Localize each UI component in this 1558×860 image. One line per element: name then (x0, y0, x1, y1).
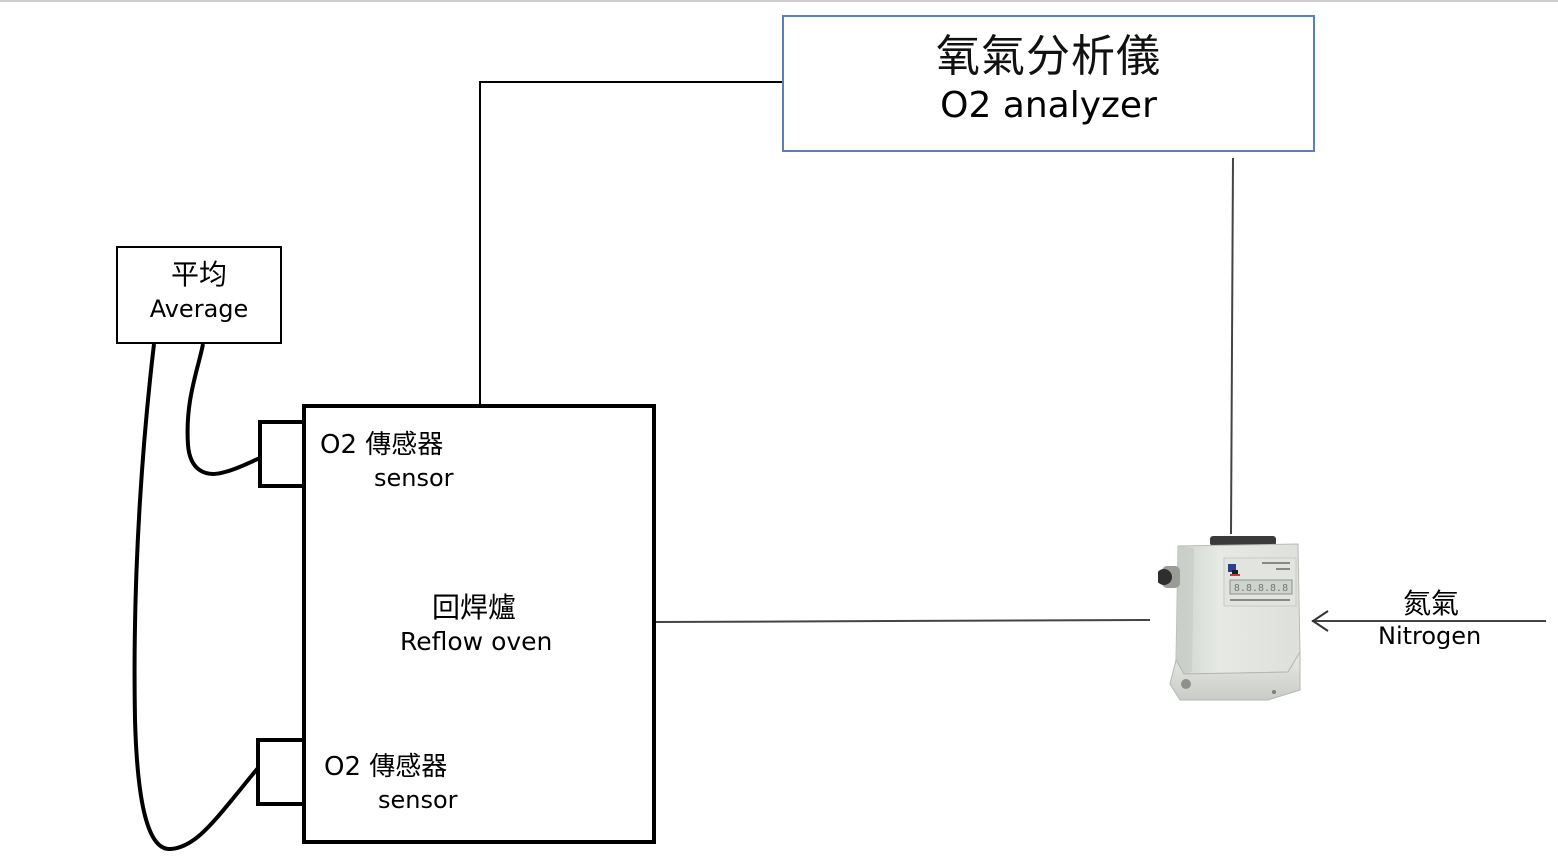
device-base (1169, 650, 1301, 701)
sensor-port-bottom (256, 738, 306, 806)
analyzer-label-en: O2 analyzer (940, 85, 1157, 126)
oven-label-zh: 回焊爐 (432, 591, 517, 624)
oven-to-analyzer-line (479, 81, 782, 404)
average-box: 平均 Average (116, 246, 282, 344)
sensor-bottom-label-en: sensor (378, 786, 458, 814)
top-border (0, 0, 1558, 2)
o2-analyzer-box: 氧氣分析儀 O2 analyzer (782, 15, 1315, 152)
average-label-zh: 平均 (170, 258, 227, 291)
device-top-cap (1210, 536, 1276, 546)
sensor-top-label-en: sensor (374, 464, 454, 492)
reflow-oven-box (302, 404, 656, 844)
oven-label-en: Reflow oven (400, 627, 553, 656)
nitrogen-arrow-head (1311, 610, 1329, 632)
sensor-top-label-zh: O2 傳感器 (320, 430, 444, 460)
nitrogen-label-en: Nitrogen (1378, 622, 1482, 650)
nitrogen-label-zh: 氮氣 (1403, 587, 1460, 620)
device-display-value: 8.8.8.8.8 (1234, 583, 1288, 594)
oven-to-device-line (655, 619, 1151, 623)
average-to-sensor-bottom-cable (132, 343, 260, 852)
average-to-sensor-top-cable (185, 343, 261, 476)
analyzer-label-zh: 氧氣分析儀 (936, 31, 1161, 82)
sensor-port-top (258, 420, 306, 488)
average-label-en: Average (149, 295, 249, 323)
device-display (1229, 579, 1293, 595)
analyzer-to-device-line (1230, 157, 1234, 535)
sensor-bottom-label-zh: O2 傳感器 (324, 752, 448, 782)
flow-controller-device: 8.8.8.8.8 (1158, 536, 1301, 701)
